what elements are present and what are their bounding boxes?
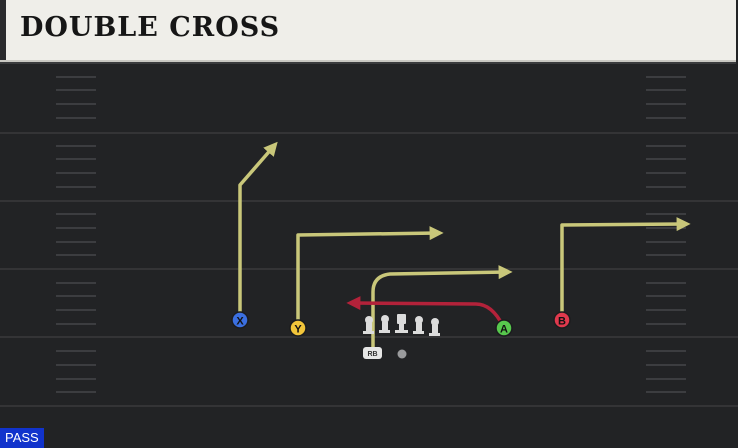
rb-label: RB [367, 351, 377, 358]
route-rb [371, 265, 513, 350]
play-title: DOUBLE CROSS [20, 12, 281, 43]
receiver-a-label: A [500, 324, 508, 336]
receiver-b: B [553, 311, 571, 329]
play-field: RB X Y A B [0, 76, 738, 407]
center-icon [395, 314, 408, 333]
title-accent [0, 0, 6, 60]
lineman-icon [413, 316, 424, 334]
running-back-token: RB [363, 347, 382, 359]
yard-lines [0, 132, 738, 407]
receiver-b-label: B [558, 316, 566, 328]
receiver-a: A [495, 319, 513, 337]
route-x [238, 141, 278, 320]
quarterback-dot [397, 349, 407, 359]
offensive-line [363, 314, 440, 336]
play-title-bar: DOUBLE CROSS [0, 0, 736, 62]
lineman-icon [379, 315, 390, 333]
route-b [560, 217, 691, 320]
play-type-badge: PASS [0, 428, 44, 448]
route-y [296, 226, 444, 328]
hash-marks-left [56, 76, 96, 393]
receiver-y-label: Y [294, 324, 302, 336]
receiver-x-label: X [236, 316, 244, 328]
receiver-x: X [231, 311, 249, 329]
lineman-icon [429, 318, 440, 336]
hash-marks-right [646, 76, 686, 393]
receiver-y: Y [289, 319, 307, 337]
lineman-icon [363, 316, 374, 334]
